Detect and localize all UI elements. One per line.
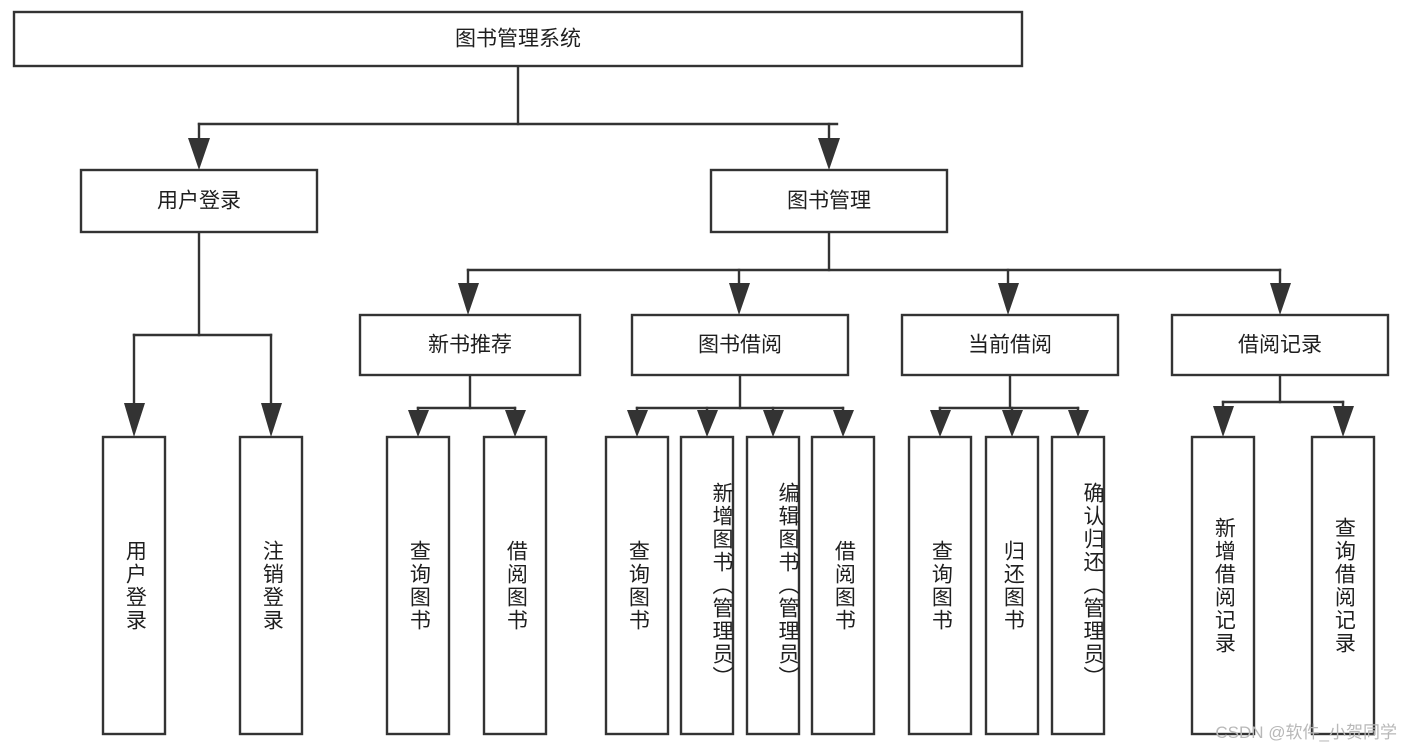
arrowhead-to-user-login <box>188 138 210 170</box>
connector-group-bookmanage-to-level3 <box>458 230 1291 315</box>
arrowhead-leaf-add-record <box>1213 406 1234 437</box>
arrowhead-leaf-edit-book <box>763 410 784 437</box>
arrowhead-leaf-user-login <box>124 403 145 437</box>
node-current-borrow[interactable] <box>900 313 1120 377</box>
arrowhead-to-borrow-record <box>1270 283 1291 315</box>
arrowhead-to-new-book-rec <box>458 283 479 315</box>
arrowhead-leaf-confirm-return <box>1068 410 1089 437</box>
node-book-management[interactable] <box>709 168 949 234</box>
node-book-borrow[interactable] <box>630 313 850 377</box>
node-current-borrow-label: 当前借阅 <box>968 334 1052 357</box>
watermark-text: CSDN @软件_小贺同学 <box>1215 723 1397 742</box>
node-borrow-record[interactable] <box>1170 313 1390 377</box>
node-user-login[interactable] <box>79 168 319 234</box>
connector-group-bookborrow-to-leaves <box>627 373 854 437</box>
leaf-box-user-login[interactable] <box>101 435 167 736</box>
arrowhead-leaf-query-book-1 <box>408 410 429 437</box>
leaf-box-query-borrow-record[interactable] <box>1310 435 1376 736</box>
arrowhead-leaf-query-book-3 <box>930 410 951 437</box>
leaf-box-query-book-2[interactable] <box>604 435 670 736</box>
leaf-box-return-book[interactable] <box>984 435 1040 736</box>
node-new-book-recommend-label: 新书推荐 <box>428 334 512 357</box>
connector-group-borrowrecord-to-leaves <box>1213 373 1354 437</box>
arrowhead-to-book-borrow <box>729 283 750 315</box>
arrowhead-leaf-borrow-book-2 <box>833 410 854 437</box>
leaf-box-query-book-1[interactable] <box>385 435 451 736</box>
leaf-box-add-borrow-record[interactable] <box>1190 435 1256 736</box>
arrowhead-leaf-add-book <box>697 410 718 437</box>
connector-group-newbookrec-to-leaves <box>408 373 526 437</box>
node-new-book-recommend[interactable] <box>358 313 582 377</box>
node-book-borrow-label: 图书借阅 <box>698 334 782 357</box>
arrowhead-leaf-query-record <box>1333 406 1354 437</box>
leaf-box-logout[interactable] <box>238 435 304 736</box>
leaf-box-add-book-admin[interactable] <box>679 435 735 736</box>
connector-group-root-to-level2 <box>188 64 840 170</box>
connector-group-currentborrow-to-leaves <box>930 373 1089 437</box>
node-user-login-label: 用户登录 <box>157 190 241 213</box>
arrowhead-to-book-manage <box>818 138 840 170</box>
node-root-label: 图书管理系统 <box>455 28 581 51</box>
arrowhead-leaf-query-book-2 <box>627 410 648 437</box>
arrowhead-leaf-return-book <box>1002 410 1023 437</box>
arrowhead-leaf-logout <box>261 403 282 437</box>
leaf-box-edit-book-admin[interactable] <box>745 435 801 736</box>
leaf-box-borrow-book-2[interactable] <box>810 435 876 736</box>
node-borrow-record-label: 借阅记录 <box>1238 334 1322 357</box>
arrowhead-leaf-borrow-book-1 <box>505 410 526 437</box>
arrowhead-to-current-borrow <box>998 283 1019 315</box>
leaf-box-query-book-3[interactable] <box>907 435 973 736</box>
node-book-management-label: 图书管理 <box>787 190 871 213</box>
connector-group-userlogin-to-leaves <box>124 230 282 437</box>
node-root-book-management-system[interactable] <box>12 10 1024 68</box>
leaf-box-confirm-return-admin[interactable] <box>1050 435 1106 736</box>
leaf-box-borrow-book-1[interactable] <box>482 435 548 736</box>
